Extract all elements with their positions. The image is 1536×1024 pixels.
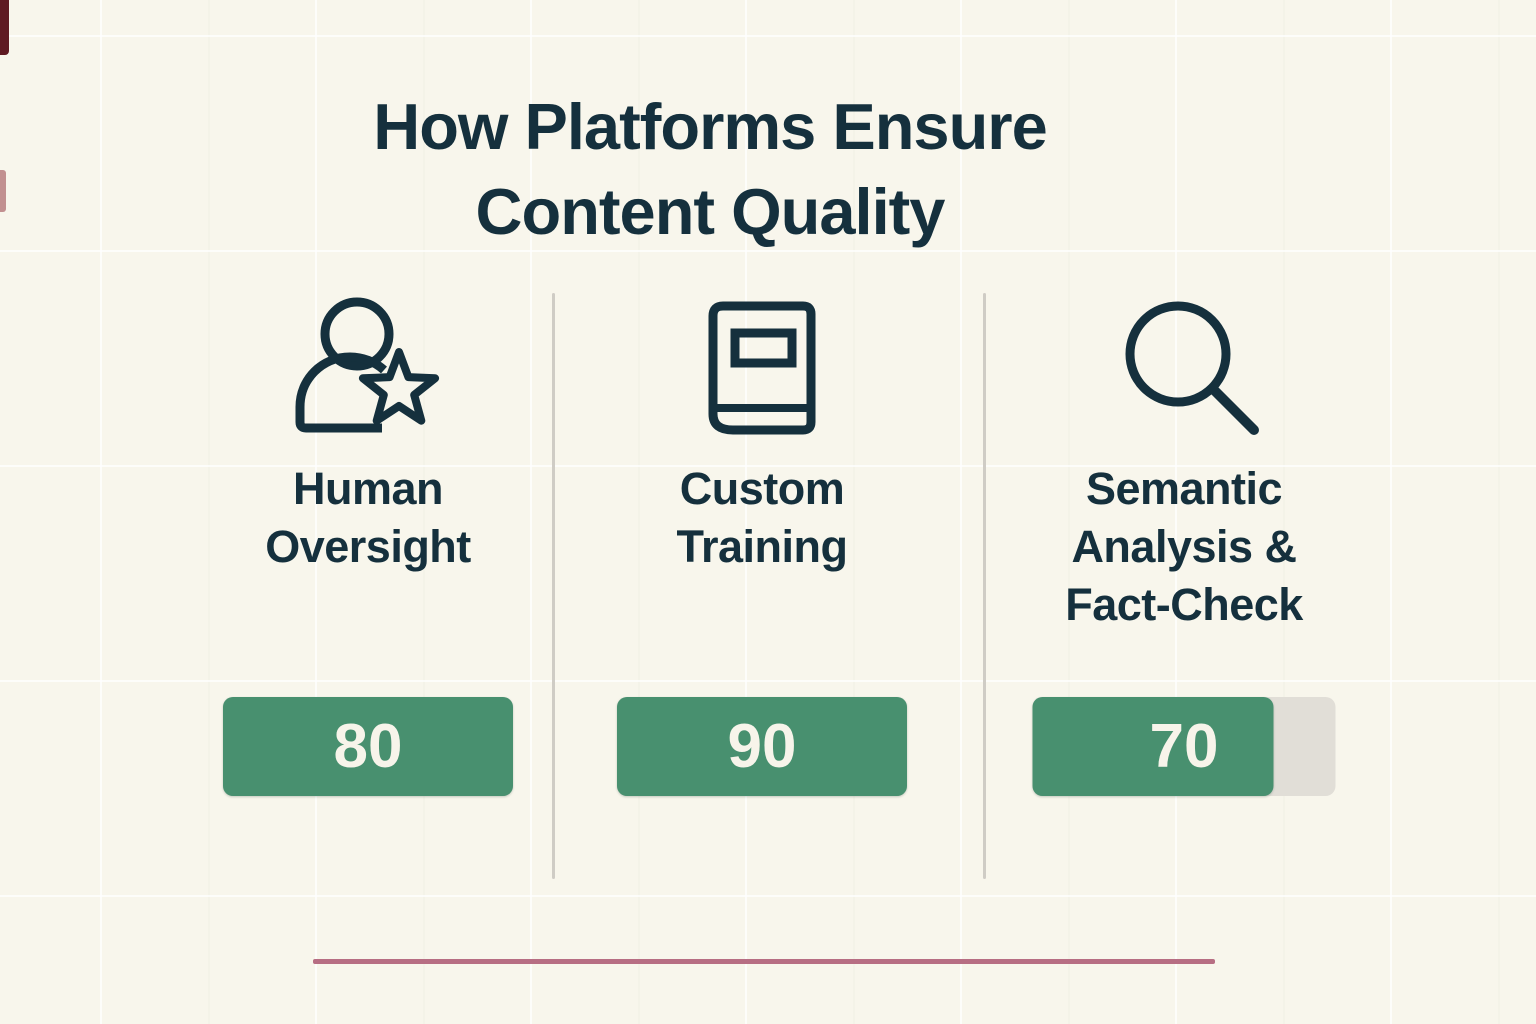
user-star-icon [208,292,528,438]
title-line-1: How Platforms Ensure [373,90,1047,163]
column-label: Semantic Analysis & Fact-Check [1065,463,1303,630]
column-label: Human Oversight [265,463,471,572]
search-icon [1014,292,1354,438]
column-label: Custom Training [676,463,848,572]
score-value: 90 [727,712,797,781]
score-value: 80 [333,712,403,781]
score-bar-track: 80 [223,697,513,796]
score-bar-fill [223,697,513,796]
photo-edge-artifact [0,0,9,55]
score-bar-track: 90 [617,697,907,796]
score-value: 70 [1149,712,1219,781]
column-human-oversight: Human Oversight 80 [208,0,528,1024]
title-line-2: Content Quality [475,175,946,248]
column-divider [552,293,555,879]
score-bar-fill [617,697,907,796]
score-bar-fill [1032,697,1274,796]
column-semantic-analysis: Semantic Analysis & Fact-Check 70 [1014,0,1354,1024]
column-divider [983,293,986,879]
book-icon [602,292,922,438]
photo-edge-artifact [0,170,6,212]
score-bar-track: 70 [1032,697,1336,796]
footer-accent-line [313,959,1215,964]
column-custom-training: Custom Training 90 [602,0,922,1024]
